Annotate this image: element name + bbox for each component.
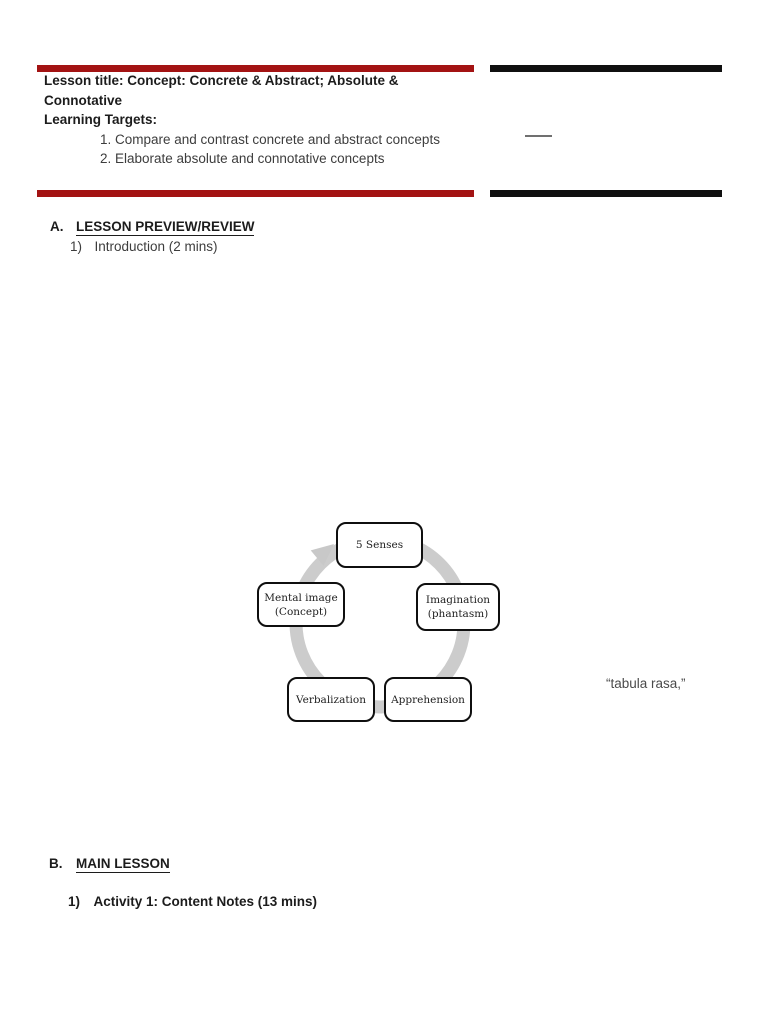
diagram-node-verbalization: Verbalization — [287, 677, 375, 722]
header-top-black-bar — [490, 65, 722, 72]
lesson-header: Lesson title: Concept: Concrete & Abstra… — [44, 71, 484, 169]
section-a-item-number: 1) — [70, 239, 83, 254]
section-b-item-text: Activity 1: Content Notes (13 mins) — [93, 894, 318, 909]
tabula-rasa-quote: “tabula rasa,” — [606, 676, 686, 691]
node-label-line2: (phantasm) — [427, 608, 489, 620]
node-label-line2: (Concept) — [274, 605, 328, 618]
node-label: Imagination — [425, 594, 491, 606]
learning-target-1: 1. Compare and contrast concrete and abs… — [100, 131, 440, 147]
section-a-title: LESSON PREVIEW/REVIEW — [75, 219, 255, 236]
section-b-heading: B. MAIN LESSON — [49, 855, 170, 873]
lesson-title-line1: Lesson title: Concept: Concrete & Abstra… — [44, 73, 399, 88]
section-b-letter: B. — [49, 856, 63, 871]
section-a-heading: A. LESSON PREVIEW/REVIEW — [50, 218, 255, 236]
node-label: Verbalization — [295, 693, 366, 706]
learning-target-2: 2. Elaborate absolute and connotative co… — [100, 151, 385, 166]
section-a-item: 1) Introduction (2 mins) — [70, 238, 218, 256]
lesson-title-line2: Connotative — [44, 92, 123, 108]
cycle-arrow-icon — [310, 544, 334, 566]
diagram-node-apprehension: Apprehension — [384, 677, 472, 722]
diagram-node-imagination: Imagination (phantasm) — [416, 583, 500, 631]
diagram-node-5-senses: 5 Senses — [336, 522, 423, 568]
header-bottom-red-bar — [37, 190, 474, 197]
learning-targets-label: Learning Targets: — [44, 112, 158, 127]
header-bottom-black-bar — [490, 190, 722, 197]
diagram-node-mental-image: Mental image (Concept) — [257, 582, 345, 627]
separator-dash — [525, 135, 552, 137]
section-b-item: 1) Activity 1: Content Notes (13 mins) — [68, 893, 317, 911]
cognition-cycle-diagram: 5 Senses Imagination (phantasm) Apprehen… — [250, 510, 510, 730]
header-top-red-bar — [37, 65, 474, 72]
section-a-letter: A. — [50, 219, 64, 234]
section-a-item-text: Introduction (2 mins) — [94, 239, 218, 254]
section-b-item-number: 1) — [68, 894, 81, 909]
node-label: 5 Senses — [355, 539, 404, 551]
node-label: Apprehension — [391, 693, 465, 706]
section-b-title: MAIN LESSON — [75, 856, 170, 873]
node-label: Mental image — [264, 591, 338, 604]
